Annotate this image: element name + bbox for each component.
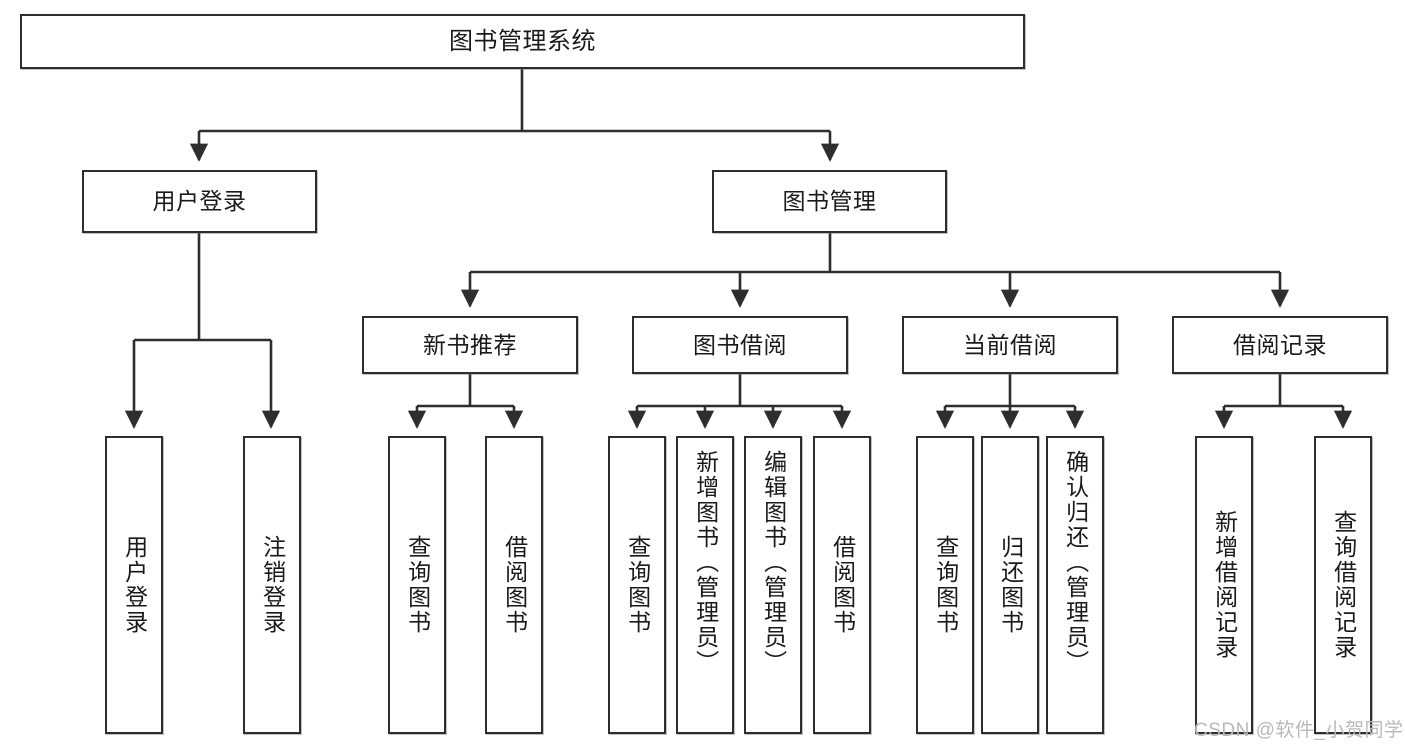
node-book-borrow[interactable]: 图书借阅 (632, 316, 848, 374)
node-leaf-borrow-book[interactable]: 借阅图书 (813, 436, 871, 734)
node-borrow-record[interactable]: 借阅记录 (1172, 316, 1388, 374)
node-user-login[interactable]: 用户登录 (82, 170, 317, 233)
watermark: CSDN @软件_小贺同学 (1194, 720, 1404, 741)
node-label: 借阅图书 (829, 535, 856, 635)
node-leaf-query-book-recommend[interactable]: 查询图书 (388, 436, 446, 734)
node-label: 确认归还（管理员） (1062, 450, 1089, 675)
node-leaf-add-book[interactable]: 新增图书（管理员） (676, 436, 734, 734)
node-label: 查询图书 (932, 535, 959, 635)
node-leaf-edit-book[interactable]: 编辑图书（管理员） (744, 436, 802, 734)
node-label: 注销登录 (259, 535, 286, 635)
node-root-book-management-system[interactable]: 图书管理系统 (20, 14, 1025, 69)
node-book-management[interactable]: 图书管理 (712, 170, 947, 233)
node-label: 借阅记录 (1233, 331, 1327, 358)
node-current-borrow[interactable]: 当前借阅 (902, 316, 1118, 374)
node-label: 图书管理 (782, 188, 877, 215)
node-label: 新书推荐 (423, 331, 517, 358)
node-label: 新增图书（管理员） (692, 450, 719, 675)
node-label: 查询图书 (404, 535, 431, 635)
node-new-book-recommend[interactable]: 新书推荐 (362, 316, 578, 374)
node-leaf-logout[interactable]: 注销登录 (243, 436, 301, 734)
node-leaf-user-login[interactable]: 用户登录 (105, 436, 163, 734)
node-leaf-query-book-borrow[interactable]: 查询图书 (608, 436, 666, 734)
node-leaf-return-book[interactable]: 归还图书 (981, 436, 1039, 734)
node-leaf-query-borrow-record[interactable]: 查询借阅记录 (1314, 436, 1372, 734)
node-label: 查询图书 (624, 535, 651, 635)
node-label: 归还图书 (997, 535, 1024, 635)
node-label: 图书管理系统 (449, 27, 596, 55)
node-leaf-confirm-return[interactable]: 确认归还（管理员） (1046, 436, 1104, 734)
node-label: 用户登录 (152, 188, 247, 215)
node-label: 当前借阅 (963, 331, 1057, 358)
node-label: 借阅图书 (501, 535, 528, 635)
node-leaf-borrow-book-recommend[interactable]: 借阅图书 (485, 436, 543, 734)
node-leaf-query-book-current[interactable]: 查询图书 (916, 436, 974, 734)
node-label: 图书借阅 (693, 331, 787, 358)
node-label: 查询借阅记录 (1330, 510, 1357, 660)
node-label: 编辑图书（管理员） (760, 450, 787, 675)
node-leaf-add-borrow-record[interactable]: 新增借阅记录 (1195, 436, 1253, 734)
node-label: 新增借阅记录 (1211, 510, 1238, 660)
node-label: 用户登录 (121, 535, 148, 635)
